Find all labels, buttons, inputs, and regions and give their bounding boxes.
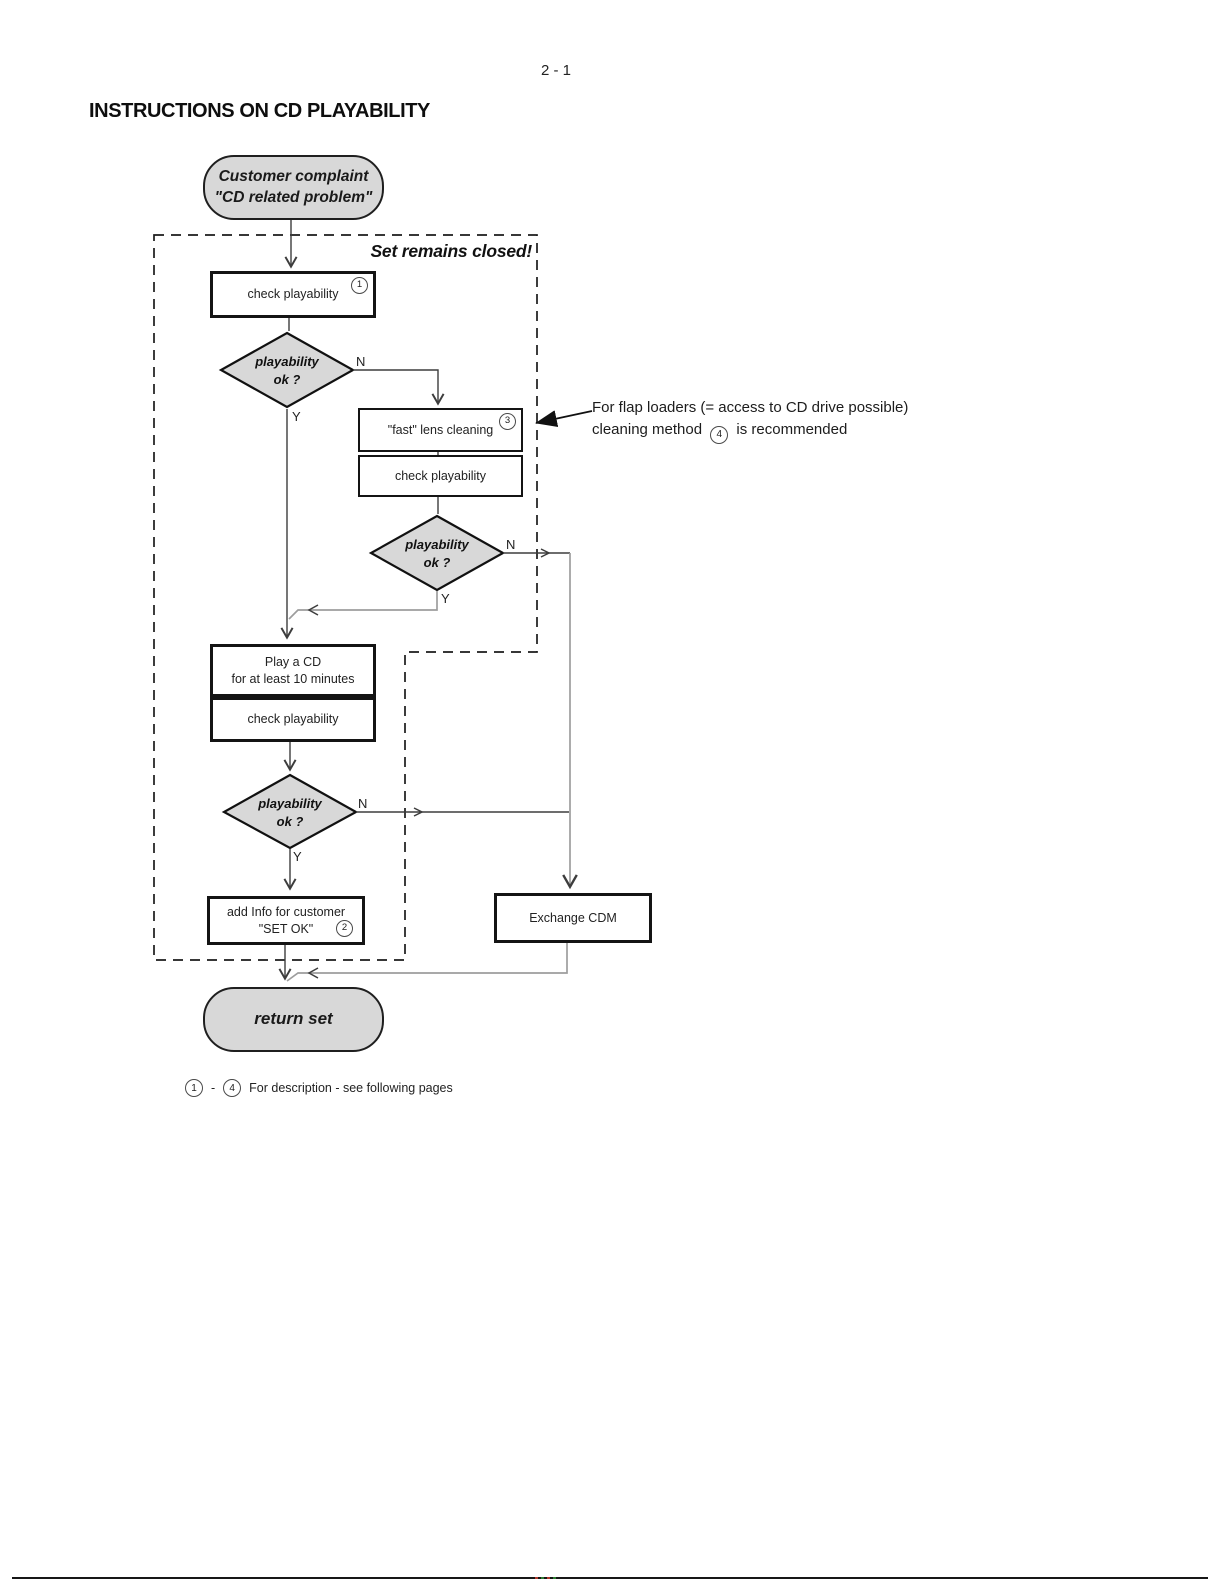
decision-line1: playability [405, 537, 469, 552]
process-label: check playability [247, 287, 339, 302]
start-terminator: Customer complaint "CD related problem" [203, 155, 384, 220]
process-add-info-customer: add Info for customer "SET OK" 2 [207, 896, 365, 945]
process-check-playability-3: check playability [210, 697, 376, 742]
badge-4: 4 [223, 1079, 242, 1097]
edge-exchange-to-end-merge [286, 937, 568, 982]
page-bottom-rule [12, 1577, 1208, 1579]
process-label: "fast" lens cleaning [387, 422, 494, 437]
decision-line2: ok ? [273, 371, 301, 387]
process-exchange-cdm: Exchange CDM [494, 893, 652, 943]
decision-playability-1-shape [218, 331, 356, 409]
footnote-dash: - [211, 1081, 216, 1095]
annotation-arrow [535, 410, 593, 427]
end-terminator: return set [203, 987, 384, 1052]
decision-line1: playability [255, 354, 319, 369]
decision-playability-1-label: playability ok ? [227, 353, 347, 388]
process-label: Exchange CDM [529, 910, 617, 925]
label-no-2: N [506, 537, 516, 552]
edge-decision2-yes-merge [288, 591, 438, 620]
scan-artifact-dot [547, 1577, 550, 1579]
label-yes-2: Y [441, 591, 450, 606]
label-yes-1: Y [292, 409, 301, 424]
chevron-right-icon [413, 807, 424, 817]
annotation-line1: For flap loaders (= access to CD drive p… [592, 399, 909, 416]
dashed-frame [153, 234, 538, 961]
edge-decision1-no-to-fastclean [353, 369, 445, 406]
process-line1: add Info for customer [226, 904, 346, 919]
chevron-right-icon [540, 548, 551, 558]
decision-playability-3-label: playability ok ? [230, 795, 350, 830]
badge-1: 1 [351, 277, 368, 294]
chevron-left-icon [307, 967, 319, 979]
badge-2: 2 [336, 920, 353, 937]
frame-label: Set remains closed! [370, 241, 532, 261]
page-title: INSTRUCTIONS ON CD PLAYABILITY [89, 100, 430, 122]
chevron-left-icon [307, 604, 319, 616]
label-no-3: N [358, 796, 368, 811]
annotation-line2: cleaning method 4 is recommended [592, 419, 1012, 444]
badge-4: 4 [710, 426, 729, 444]
scan-artifact-dot [535, 1577, 538, 1579]
process-check-playability-1: check playability 1 [210, 271, 376, 318]
annotation-line2-pre: cleaning method [592, 421, 703, 438]
annotation-line2-post: is recommended [736, 421, 848, 438]
start-line1: Customer complaint [218, 168, 369, 186]
label-no-1: N [356, 354, 366, 369]
decision-line2: ok ? [276, 813, 304, 829]
badge-3: 3 [499, 413, 516, 430]
process-line2: "SET OK" [258, 921, 314, 936]
annotation-note: For flap loaders (= access to CD drive p… [592, 397, 1012, 444]
process-label: check playability [247, 712, 339, 727]
scan-artifact-dot [553, 1577, 556, 1579]
process-line1: Play a CD [264, 654, 322, 669]
footnote: 1 - 4 For description - see following pa… [185, 1079, 453, 1097]
start-line2: "CD related problem" [214, 188, 373, 206]
decision-line2: ok ? [423, 554, 451, 570]
process-line2: for at least 10 minutes [231, 671, 355, 686]
decision-line1: playability [258, 796, 322, 811]
badge-1: 1 [185, 1079, 203, 1097]
decision-playability-2-shape [368, 514, 506, 592]
end-label: return set [254, 1009, 333, 1029]
process-check-playability-2: check playability [358, 455, 523, 497]
label-yes-3: Y [293, 849, 302, 864]
decision-playability-2-label: playability ok ? [377, 536, 497, 571]
scan-artifact-dot [541, 1577, 544, 1579]
process-label: check playability [394, 468, 486, 483]
decision-playability-3-shape [221, 773, 359, 850]
footnote-text: For description - see following pages [249, 1081, 453, 1095]
page-number: 2 - 1 [540, 62, 571, 79]
process-play-cd: Play a CD for at least 10 minutes [210, 644, 376, 697]
process-fast-lens-cleaning: "fast" lens cleaning 3 [358, 408, 523, 452]
